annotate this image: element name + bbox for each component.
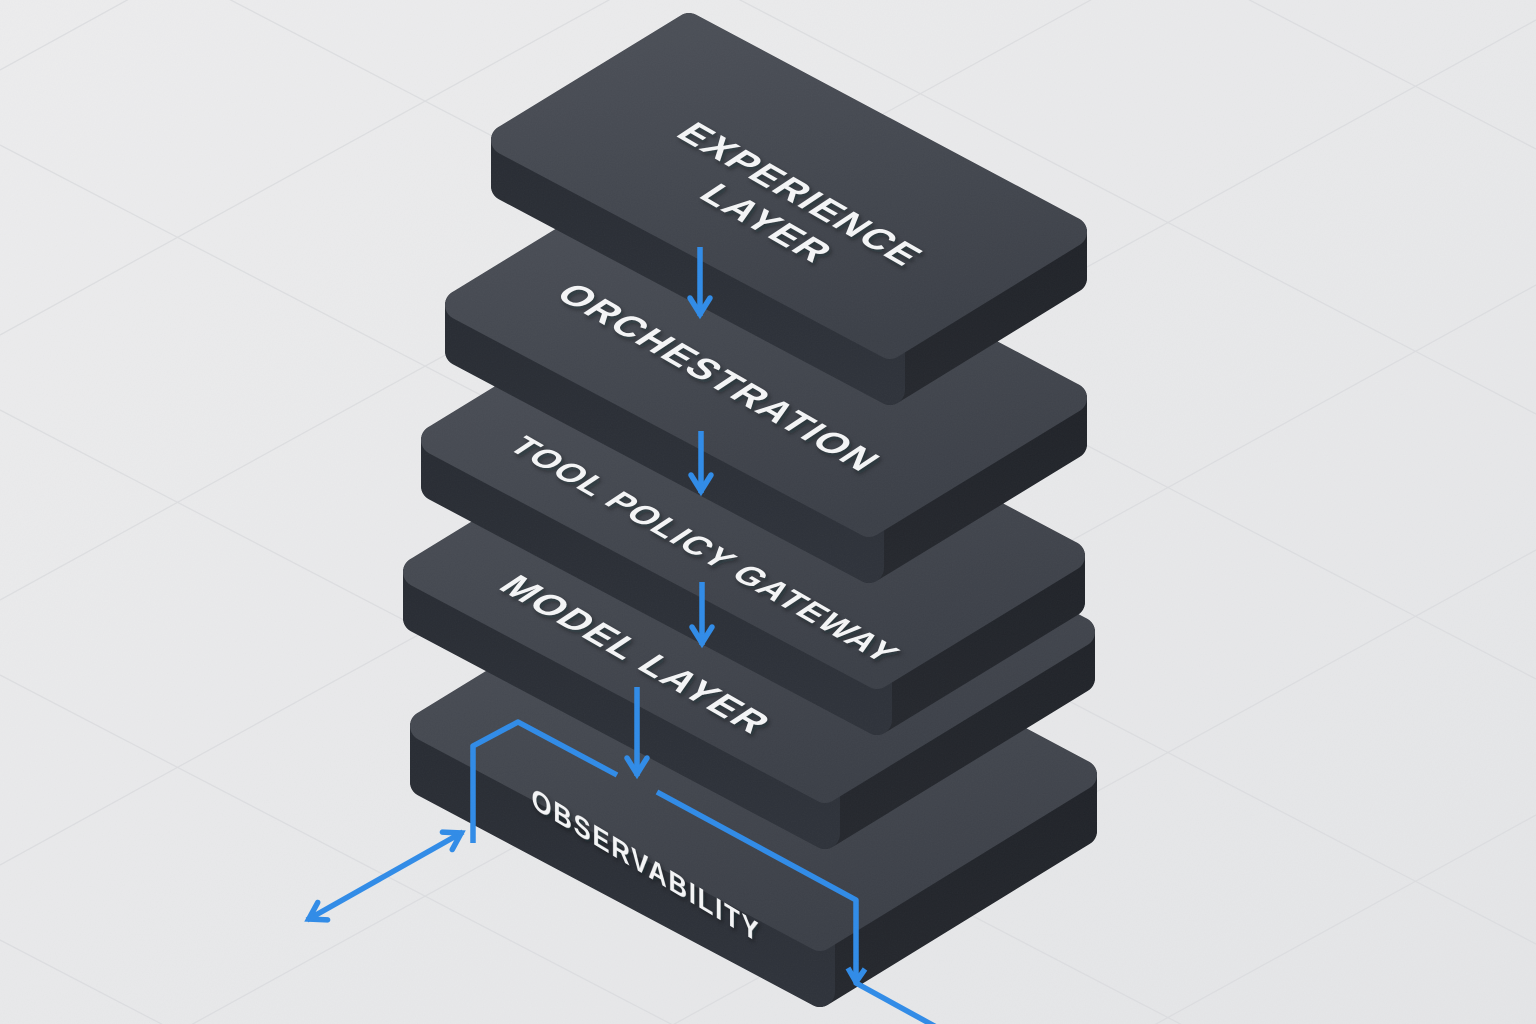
diagram-canvas: EXPERIENCE LAYER ORCHESTRATION TOOL POLI… [0, 0, 1536, 1024]
isometric-stack-diagram: EXPERIENCE LAYER ORCHESTRATION TOOL POLI… [0, 0, 1536, 1024]
film-grain-overlay [0, 0, 1536, 1024]
